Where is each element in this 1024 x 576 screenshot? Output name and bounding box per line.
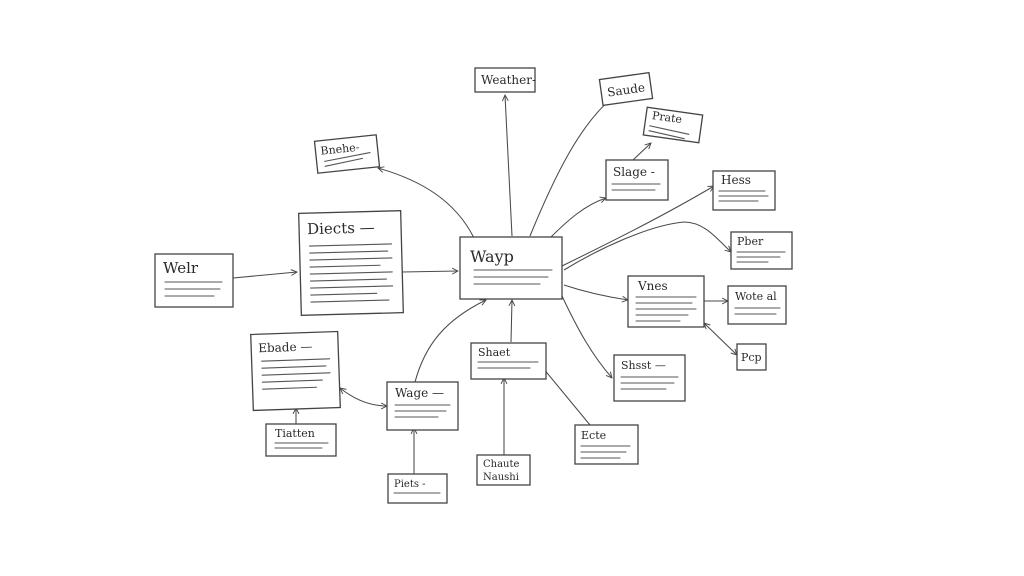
edge-welr-to-diects [232, 272, 297, 279]
node-piets: Piets - [387, 473, 448, 504]
edge-shaet-to-wayp [511, 300, 512, 343]
node-welr: Welr [154, 253, 234, 308]
node-welr-label: Welr [163, 259, 199, 277]
edge-wayp-to-pber [563, 221, 731, 271]
node-diects-label: Diects — [307, 218, 375, 238]
node-hess-label: Hess [721, 173, 751, 187]
node-wayp: Wayp [459, 236, 563, 300]
node-chaute-naushi: Chaute Naushi [476, 454, 531, 486]
node-wenthen: Weather- [474, 67, 536, 93]
edge-shaet-to-ecte [542, 367, 591, 426]
node-bnehe: Bnehe- [313, 134, 381, 174]
edge-slage-to-prate [631, 143, 651, 162]
node-woteal: Wote al [727, 285, 787, 325]
edges [232, 95, 737, 476]
node-shaet-label: Shaet [478, 346, 511, 359]
node-ecte-label: Ecte [581, 429, 606, 442]
node-diects: Diects — [298, 210, 404, 316]
edge-wayp-to-hess [561, 186, 714, 267]
node-tiatten: Tiatten [265, 423, 337, 457]
node-saude: Saude [598, 71, 654, 107]
node-piets-label: Piets - [394, 479, 426, 490]
node-slage: Slage - [605, 159, 669, 201]
node-shsst: Shsst — [613, 354, 686, 402]
edge-wayp-to-wenthen [505, 95, 513, 237]
edge-wayp-to-vnes [563, 284, 628, 300]
edge-wayp-to-shsst [561, 295, 612, 378]
node-pcp-label: Pcp [741, 351, 762, 364]
node-pber-label: Pber [737, 235, 764, 248]
node-wage: Wage — [386, 381, 459, 431]
node-vnes-label: Vnes [637, 279, 668, 293]
node-naushi-label: Naushi [483, 472, 519, 483]
node-wage-label: Wage — [395, 386, 444, 400]
node-ebade: Ebade — [250, 330, 341, 412]
node-vnes: Vnes [627, 275, 705, 328]
node-ecte: Ecte [574, 424, 639, 465]
node-wayp-label: Wayp [470, 247, 514, 266]
node-chaute-label: Chaute [483, 459, 520, 470]
node-prate: Prate [642, 106, 704, 144]
node-wenthen-label: Weather- [481, 73, 536, 87]
node-bnehe-label: Bnehe- [320, 141, 360, 158]
edge-wage-to-wayp [414, 300, 486, 383]
node-pber: Pber [730, 231, 793, 270]
node-hess: Hess [712, 170, 776, 211]
node-slage-label: Slage - [613, 165, 655, 179]
node-woteal-label: Wote al [735, 290, 777, 303]
node-saude-label: Saude [606, 80, 645, 99]
edge-wayp-to-bnehe [378, 168, 475, 239]
edge-ebade-to-wage [340, 388, 387, 406]
node-pcp: Pcp [736, 343, 767, 371]
node-ebade-label: Ebade — [258, 339, 313, 355]
edge-diects-to-wayp [401, 271, 458, 272]
node-shsst-label: Shsst — [621, 359, 666, 372]
edge-wayp-to-slage [549, 198, 606, 239]
edge-woteal-to-pcp [704, 323, 737, 355]
edge-wayp-to-saude [529, 98, 612, 237]
node-tiatten-label: Tiatten [275, 427, 315, 440]
node-shaet: Shaet [470, 342, 547, 380]
node-prate-label: Prate [651, 109, 683, 126]
